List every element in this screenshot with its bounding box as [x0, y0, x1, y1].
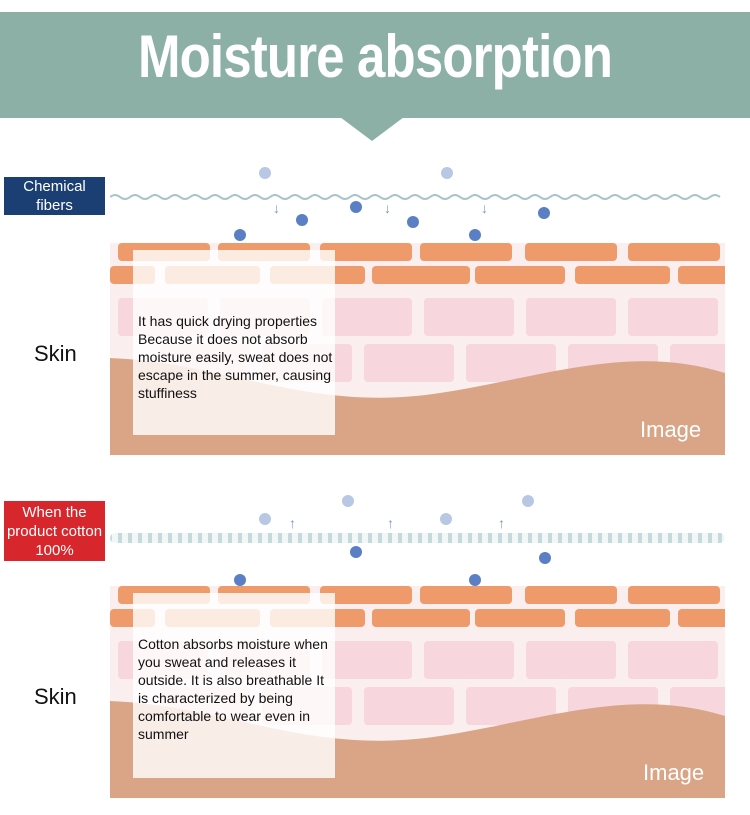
description-text: Cotton absorbs moisture when you sweat a… — [133, 593, 335, 778]
skin-cell — [525, 243, 617, 261]
skin-cell — [320, 586, 412, 604]
skin-cell — [526, 298, 616, 336]
water-drop-icon — [538, 207, 550, 219]
chemical-fibers-tag: Chemical fibers — [4, 177, 105, 215]
water-drop-icon — [342, 495, 354, 507]
skin-cell — [322, 641, 412, 679]
image-watermark: Image — [640, 417, 702, 442]
water-drop-icon — [469, 229, 481, 241]
skin-cell — [678, 266, 725, 284]
skin-cell — [420, 586, 512, 604]
water-drop-icon — [407, 216, 419, 228]
water-drop-icon — [441, 167, 453, 179]
skin-cell — [475, 266, 565, 284]
cotton-100-tag: When the product cotton 100% — [4, 501, 105, 561]
water-drop-icon — [259, 167, 271, 179]
skin-cell — [678, 609, 725, 627]
skin-cell — [575, 609, 670, 627]
fiber-layer-wavy — [110, 194, 721, 200]
up-arrow-icon: ↑ — [387, 515, 394, 531]
skin-cell — [628, 298, 718, 336]
water-drop-icon — [469, 574, 481, 586]
skin-cell — [320, 243, 412, 261]
down-arrow-icon: ↓ — [481, 200, 488, 216]
water-drop-icon — [234, 229, 246, 241]
fiber-layer-cotton — [110, 533, 725, 543]
water-drop-icon — [350, 546, 362, 558]
skin-cell — [322, 298, 412, 336]
skin-cell — [364, 687, 454, 725]
skin-cell — [628, 243, 720, 261]
water-drop-icon — [350, 201, 362, 213]
up-arrow-icon: ↑ — [498, 515, 505, 531]
up-arrow-icon: ↑ — [289, 515, 296, 531]
description-text: It has quick drying properties Because i… — [133, 250, 335, 435]
skin-label: Skin — [34, 684, 77, 709]
skin-cell — [526, 641, 616, 679]
header-pointer — [340, 117, 404, 141]
skin-cell — [628, 641, 718, 679]
skin-cell — [424, 298, 514, 336]
water-drop-icon — [440, 513, 452, 525]
down-arrow-icon: ↓ — [273, 200, 280, 216]
header-banner — [0, 12, 750, 118]
water-drop-icon — [259, 513, 271, 525]
skin-cell — [420, 243, 512, 261]
skin-cell — [372, 609, 470, 627]
skin-cell — [475, 609, 565, 627]
water-drop-icon — [539, 552, 551, 564]
water-drop-icon — [522, 495, 534, 507]
skin-cell — [424, 641, 514, 679]
water-drop-icon — [234, 574, 246, 586]
skin-cell — [525, 586, 617, 604]
skin-cell — [628, 586, 720, 604]
skin-cell — [364, 344, 454, 382]
skin-cell — [372, 266, 470, 284]
image-watermark: Image — [643, 760, 705, 785]
down-arrow-icon: ↓ — [384, 200, 391, 216]
water-drop-icon — [296, 214, 308, 226]
page-title: Moisture absorption — [137, 23, 613, 90]
skin-cell — [575, 266, 670, 284]
skin-label: Skin — [34, 341, 77, 366]
